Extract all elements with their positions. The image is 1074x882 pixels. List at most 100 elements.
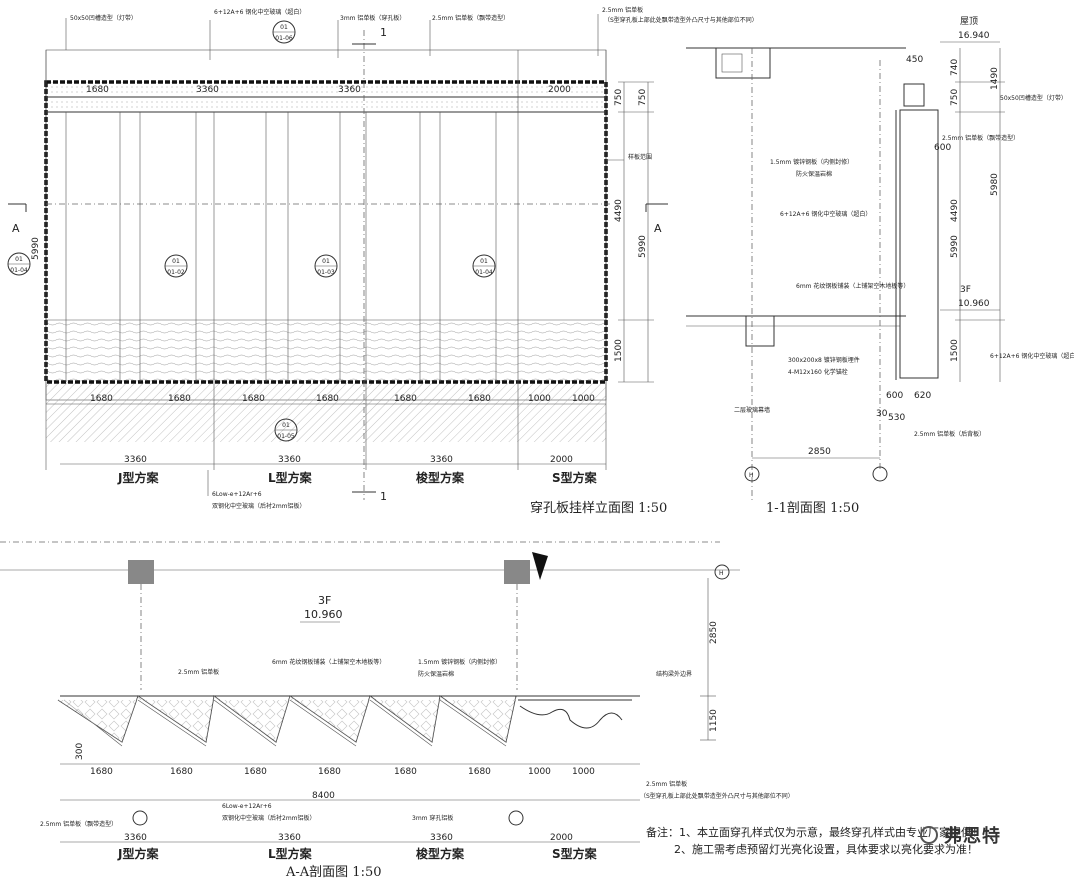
dim-label: 750 [614,89,624,106]
level-value: 16.940 [958,31,990,41]
note: 300x200x8 镀锌钢板埋件 [788,356,860,364]
dim-label: 3360 [430,455,453,465]
elevation-top-label: 6+12A+6 钢化中空玻璃（超白） [214,8,305,16]
note: 6Low-e+12Ar+6 [222,803,272,810]
glass-note: 双钢化中空玻璃（后衬2mm铝板） [212,502,306,510]
svg-text:01-04: 01-04 [10,267,28,274]
note: 6+12A+6 钢化中空玻璃（超白） [780,210,871,218]
axis-bubble [132,810,148,826]
note: 4-M12x160 化学锚栓 [788,368,848,376]
note: 防火保温岩棉 [796,170,832,178]
glass-note: 6Low-e+12Ar+6 [212,491,262,498]
svg-text:01-04: 01-04 [475,269,493,276]
svg-text:01: 01 [480,258,488,265]
dim-label: 600 [934,143,951,153]
note: 6mm 花纹钢板铺装（上铺架空木地板等） [796,282,909,290]
dim-label: 2000 [550,455,573,465]
dim-label: 3360 [196,85,219,95]
scheme-label: 梭型方案 [416,470,465,485]
scheme-label: S型方案 [552,846,598,861]
dim-label: 620 [914,391,931,401]
dim-label: 600 [886,391,903,401]
dim-label: 750 [638,89,648,106]
dim-label: 3360 [278,833,301,843]
note: 2.5mm 铝单板（飘带造型） [40,820,117,828]
axis-bubble [744,466,760,482]
dim-label: 5990 [31,237,41,260]
dim-label: 1680 [468,394,491,404]
note: 2.5mm 铝单板 [178,668,219,676]
note: 2.5mm 铝单板（后背板） [914,430,985,438]
dim-label: 3360 [124,833,147,843]
detail-tag: 01 01-06 [272,20,296,44]
svg-text:01-02: 01-02 [167,269,185,276]
dim-label: 30 [876,409,888,419]
dim-label: 1490 [990,67,1000,90]
dim-label: 300 [75,743,85,760]
elevation-drawing: 50x50凹槽造型（灯带） 6+12A+6 钢化中空玻璃（超白） 3mm 铝单板… [7,6,758,516]
elevation-top-label: 2.5mm 铝单板（飘带造型） [432,14,509,22]
dim-label: 750 [950,89,960,106]
scheme-label: J型方案 [117,846,159,861]
dim-label: 1500 [950,339,960,362]
dim-label: 4490 [614,199,624,222]
note: 3mm 穿孔铝板 [412,814,453,822]
svg-text:01: 01 [172,258,180,265]
axis-bubble [872,466,888,482]
dim-label: 1680 [168,394,191,404]
dim-label: 3360 [124,455,147,465]
note: 2.5mm 铝单板 [646,780,687,788]
svg-text:01-06: 01-06 [275,35,293,42]
dim-label: 2000 [550,833,573,843]
scheme-label: 梭型方案 [416,846,465,861]
sectionAA-title: A-A剖面图 1:50 [285,865,382,880]
note: 1.5mm 镀锌钢板（内侧封修） [770,158,853,166]
axis-label: H [749,472,754,479]
dim-label: 1000 [528,394,551,404]
elevation-top-label: 3mm 铝单板（穿孔板） [340,14,405,22]
dim-label: 1680 [316,394,339,404]
note: 二层玻璃幕墙 [734,406,770,414]
dim-label: 1680 [244,767,267,777]
note: 6+12A+6 钢化中空玻璃（超白）后衬2mm铝板 [990,352,1074,360]
dim-label: 1680 [86,85,109,95]
detail-tag: 01 01-04 [7,252,31,276]
svg-text:01-03: 01-03 [317,269,335,276]
section11-title: 1-1剖面图 1:50 [766,501,859,516]
section-mark: A [12,222,20,235]
svg-text:01: 01 [280,24,288,31]
level-value: 10.960 [958,299,990,309]
svg-text:01-05: 01-05 [277,433,295,440]
level-label: 屋顶 [960,16,978,27]
dim-label: 2000 [548,85,571,95]
level-label: 3F [318,594,331,607]
level-label: 3F [960,285,971,295]
dim-label: 1000 [528,767,551,777]
section-mark: 1 [380,490,387,503]
elevation-top-label: 50x50凹槽造型（灯带） [70,14,137,22]
section-mark: 1 [380,26,387,39]
dim-label: 1680 [468,767,491,777]
watermark-logo-icon [920,826,938,844]
note-line: 备注：1、本立面穿孔样式仅为示意，最终穿孔样式由专业厂家提供！ [646,826,983,839]
dim-label: 1680 [90,767,113,777]
dim-label: 1500 [614,339,624,362]
dim-label: 1680 [318,767,341,777]
note: （S型穿孔板上部此处飘带造型外凸尺寸与其他部位不同） [640,792,794,800]
watermark: 弗思特 [920,820,1060,850]
column [128,560,154,584]
detail-tag: 01 01-04 [472,254,496,278]
dim-label: 740 [950,59,960,76]
elevation-top-note: （S型穿孔板上部此处飘带造型外凸尺寸与其他部位不同） [604,16,758,24]
detail-tag: 01 01-02 [164,254,188,278]
column [504,560,530,584]
scheme-label: L型方案 [268,470,313,485]
svg-text:01: 01 [322,258,330,265]
dim-label: 1680 [170,767,193,777]
north-arrow-icon [532,552,548,580]
svg-text:01: 01 [15,256,23,263]
dim-label: 1680 [90,394,113,404]
scheme-label: L型方案 [268,846,313,861]
scheme-label: J型方案 [117,470,159,485]
note: 防火保温岩棉 [418,670,454,678]
